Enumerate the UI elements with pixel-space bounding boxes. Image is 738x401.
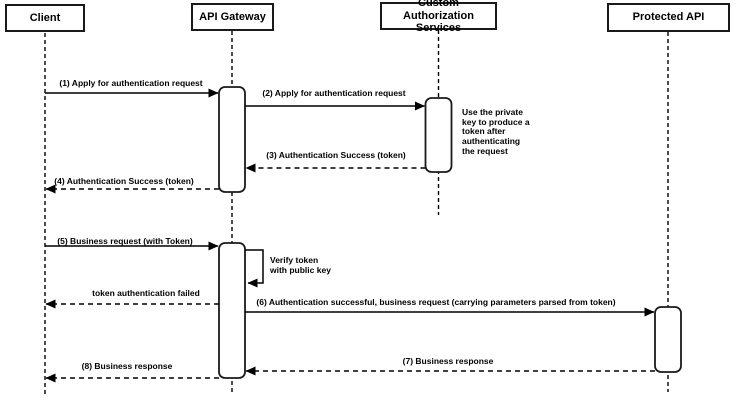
message-8-label: (8) Business response (81, 361, 173, 371)
message-7-label: (7) Business response (402, 356, 494, 366)
participant-protected-api-label: Protected API (632, 11, 705, 24)
participant-client: Client (5, 4, 85, 32)
activation-api-gateway-business (218, 242, 246, 379)
message-4-label: (4) Authentication Success (token) (54, 176, 194, 186)
message-2-label: (2) Apply for authentication request (262, 88, 406, 98)
message-6-label: (6) Authentication successful, business … (256, 297, 616, 307)
participant-custom-authorization-services: Custom Authorization Services (380, 0, 497, 34)
activation-custom-authorization (424, 97, 453, 173)
message-3-label: (3) Authentication Success (token) (266, 150, 406, 160)
self-message-verify-token-arrow (245, 249, 264, 288)
participant-api-gateway: API Gateway (191, 3, 274, 31)
message-token-failed-label: token authentication failed (92, 288, 200, 298)
participant-protected-api: Protected API (607, 3, 730, 32)
note-verify-token: Verify token with public key (270, 255, 331, 275)
message-1-label: (1) Apply for authentication request (59, 78, 203, 88)
participant-api-gateway-label: API Gateway (199, 10, 266, 23)
note-private-key: Use the private key to produce a token a… (462, 107, 530, 156)
activation-api-gateway-auth (218, 86, 246, 193)
participant-client-label: Client (29, 11, 61, 24)
message-5-label: (5) Business request (with Token) (57, 236, 193, 246)
activation-protected-api (654, 306, 682, 373)
participant-custom-authorization-services-label: Custom Authorization Services (403, 0, 474, 35)
